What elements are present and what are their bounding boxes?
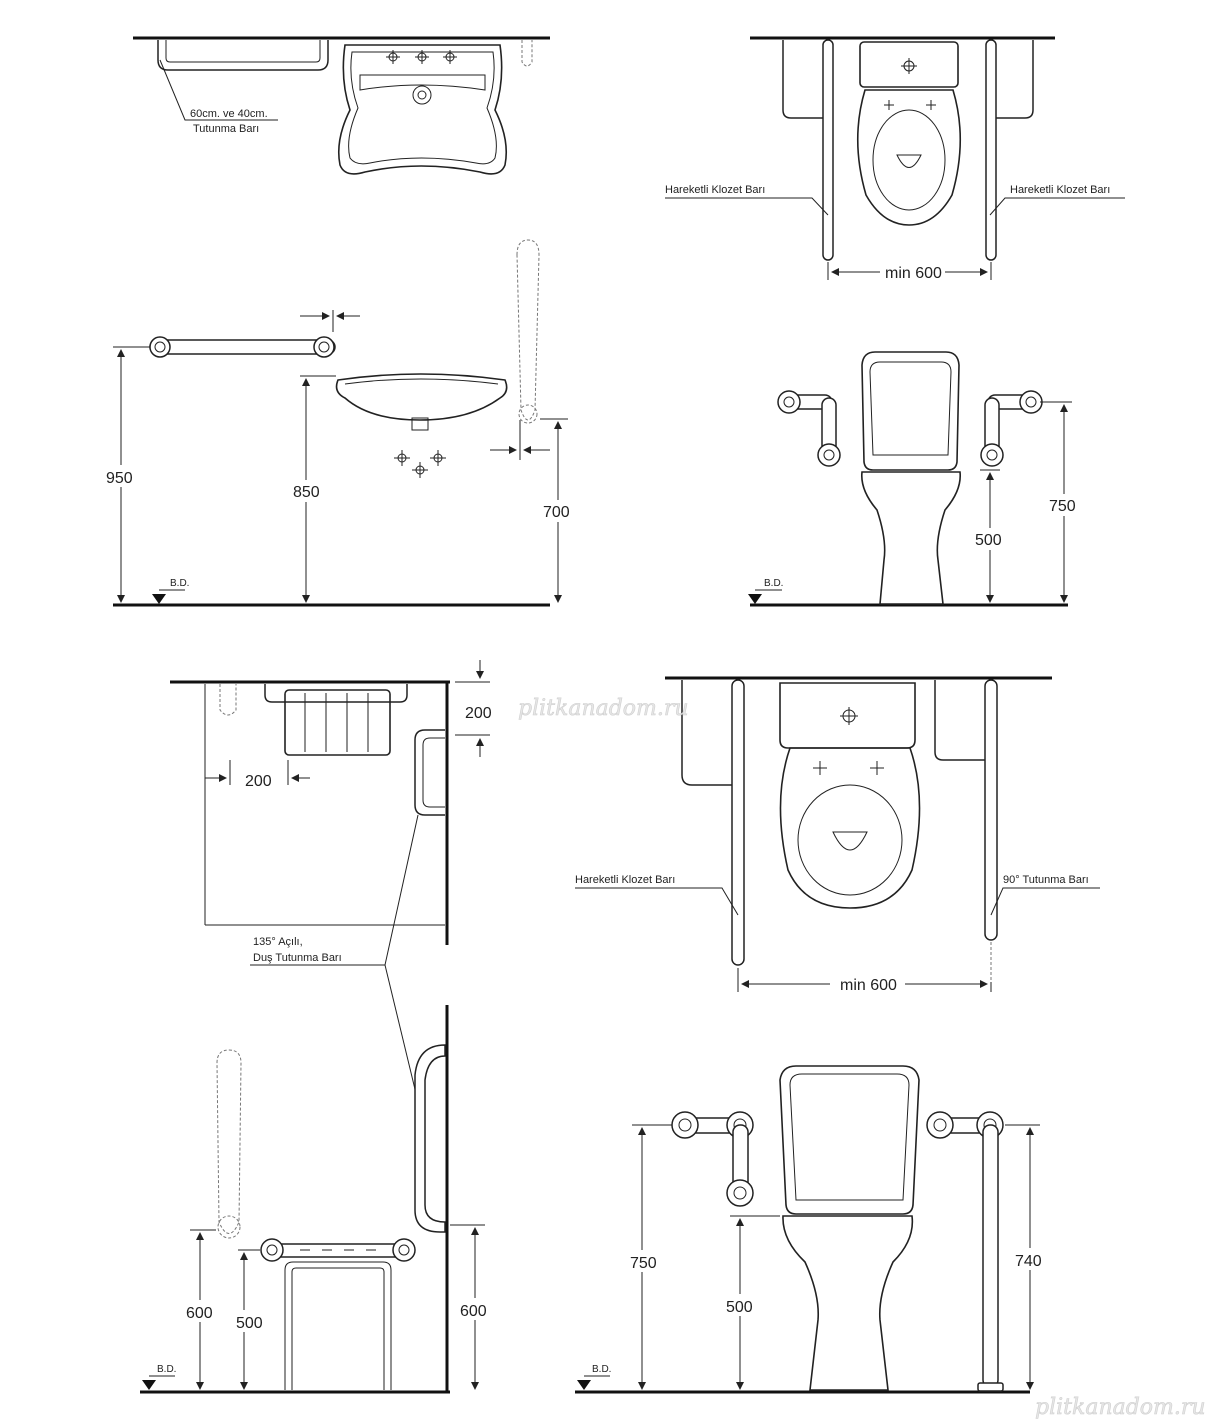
shower-seat-plan bbox=[284, 689, 391, 756]
toilet-bowl-plan bbox=[779, 747, 921, 909]
grab-bar-label-line2: Tutunma Barı bbox=[193, 123, 259, 135]
grab-bar-label-line1: 60cm. ve 40cm. bbox=[190, 108, 268, 120]
toilet-bowl-elevation bbox=[782, 1215, 914, 1391]
label-movable-bar-bottom: Hareketli Klozet Barı bbox=[575, 874, 675, 886]
shower-elevation-view: 600 500 600 B.D. bbox=[140, 1005, 493, 1394]
floor-mark: B.D. bbox=[764, 578, 783, 589]
basin-plan-view: 60cm. ve 40cm. Tutunma Barı bbox=[133, 36, 550, 175]
grab-bar-plan bbox=[157, 40, 329, 71]
floor-mark: B.D. bbox=[170, 578, 189, 589]
dim-600-right: 600 bbox=[460, 1303, 487, 1320]
movable-bar-right bbox=[985, 39, 997, 261]
cistern-elevation bbox=[861, 351, 960, 471]
shower-bar-label-line2: Duş Tutunma Barı bbox=[253, 952, 342, 964]
dim-950: 950 bbox=[106, 470, 133, 487]
basin-elevation bbox=[335, 373, 508, 421]
toilet-plan-view-bottom: Hareketli Klozet Barı 90° Tutunma Barı m… bbox=[575, 676, 1100, 994]
dim-600-left: 600 bbox=[186, 1305, 213, 1322]
drain-icon bbox=[412, 85, 432, 105]
floor-mark: B.D. bbox=[157, 1364, 176, 1375]
dim-min600-bottom: min 600 bbox=[840, 977, 897, 994]
dim-200-top: 200 bbox=[465, 705, 492, 722]
dim-500-bottom: 500 bbox=[726, 1299, 753, 1316]
dim-700: 700 bbox=[543, 504, 570, 521]
label-bar-90: 90° Tutunma Barı bbox=[1003, 874, 1089, 886]
toilet-bowl-plan bbox=[856, 89, 962, 226]
dim-500-top: 500 bbox=[975, 532, 1002, 549]
toilet-plan-view-top: Hareketli Klozet Barı Hareketli Klozet B… bbox=[665, 36, 1125, 282]
cistern-plan bbox=[859, 41, 959, 88]
dim-500-seat: 500 bbox=[236, 1315, 263, 1332]
label-movable-bar-left: Hareketli Klozet Barı bbox=[665, 184, 765, 196]
dim-750-top: 750 bbox=[1049, 498, 1076, 515]
shower-bar-label-line1: 135° Açılı, bbox=[253, 936, 303, 948]
dim-740: 740 bbox=[1015, 1253, 1042, 1270]
shower-plan-view: 200 200 135° Açılı, Duş Tutunma Barı bbox=[170, 660, 492, 1111]
toilet-elevation-bottom: 750 500 740 B.D. bbox=[575, 1065, 1048, 1394]
tap-holes bbox=[386, 50, 457, 64]
dim-min600-top: min 600 bbox=[885, 265, 942, 282]
dim-750-bottom: 750 bbox=[630, 1255, 657, 1272]
movable-bar-left bbox=[822, 39, 834, 261]
shower-seat bbox=[262, 1243, 414, 1258]
cistern-elevation bbox=[779, 1065, 920, 1215]
watermark: plitkanadom.ru bbox=[1035, 1395, 1206, 1420]
toilet-bowl-elevation bbox=[860, 471, 962, 605]
bar-90 bbox=[984, 679, 998, 941]
tap-symbols bbox=[394, 450, 446, 478]
bar-90-vertical bbox=[982, 1124, 999, 1388]
dim-850: 850 bbox=[293, 484, 320, 501]
basin-outline-plan bbox=[337, 44, 508, 175]
dim-200-left: 200 bbox=[245, 773, 272, 790]
angled-shower-bar bbox=[414, 1044, 446, 1233]
horizontal-grab-bar bbox=[149, 339, 336, 355]
movable-bar bbox=[731, 679, 745, 966]
basin-elevation-view: 950 850 700 B.D. bbox=[103, 239, 576, 607]
toilet-elevation-top: 500 750 B.D. bbox=[748, 351, 1082, 607]
watermark: plitkanadom.ru bbox=[518, 696, 689, 721]
label-movable-bar-right: Hareketli Klozet Barı bbox=[1010, 184, 1110, 196]
floor-mark: B.D. bbox=[592, 1364, 611, 1375]
